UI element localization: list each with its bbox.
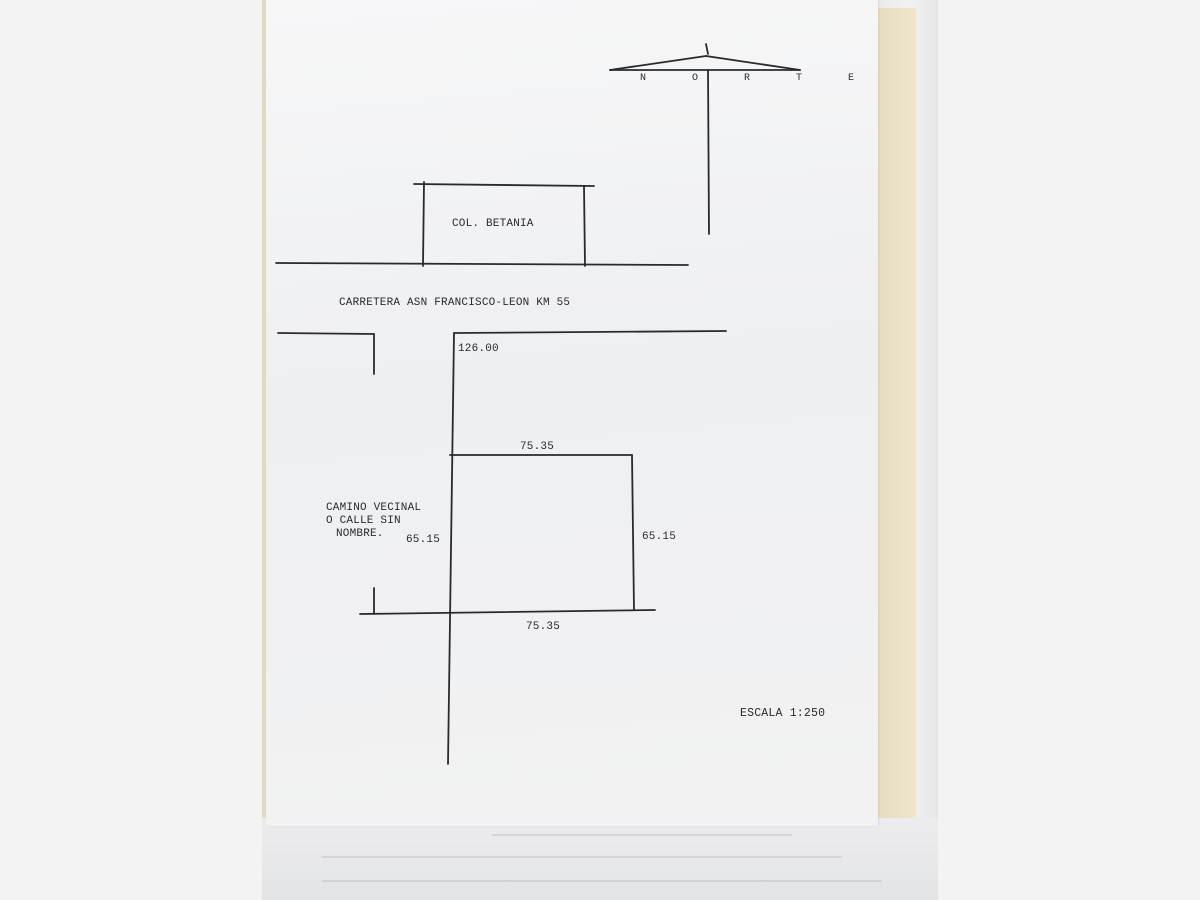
bleed-through-line xyxy=(322,880,882,882)
lot-right-edge xyxy=(631,454,635,611)
right-margin xyxy=(938,0,1200,900)
local-road-line-2: O CALLE SIN xyxy=(326,515,401,527)
lot-bottom-dimension: 75.35 xyxy=(526,621,561,633)
local-road-west-edge xyxy=(447,332,455,765)
north-arrow-left xyxy=(609,55,707,71)
lot-bottom-edge xyxy=(359,609,656,615)
side-road-distance: 126.00 xyxy=(458,343,499,355)
north-arrow-right xyxy=(705,55,801,71)
north-meridian xyxy=(707,69,710,235)
left-margin xyxy=(0,0,262,900)
highway-north-edge xyxy=(275,262,689,266)
highway-south-edge-west xyxy=(277,332,375,335)
local-road-line-3: NOMBRE. xyxy=(336,528,384,540)
local-road-line-1: CAMINO VECINAL xyxy=(326,502,422,514)
highway-south-edge-east xyxy=(453,330,727,334)
north-arrow-tip xyxy=(705,43,709,55)
betania-left-edge xyxy=(422,181,425,267)
document-photo: N O R T E COL. BETANIA CARRETERA ASN FRA… xyxy=(262,0,938,900)
lot-left-dimension: 65.15 xyxy=(406,534,441,546)
betania-top-edge xyxy=(413,183,595,187)
bleed-through-line xyxy=(492,834,792,836)
betania-right-edge xyxy=(583,185,586,267)
lot-top-dimension: 75.35 xyxy=(520,441,555,453)
lot-right-dimension: 65.15 xyxy=(642,531,677,543)
scale-label: ESCALA 1:250 xyxy=(740,707,826,720)
lower-document-sheet xyxy=(262,818,938,900)
site-plan-drawing xyxy=(275,43,801,765)
highway-label: CARRETERA ASN FRANCISCO-LEON KM 55 xyxy=(339,297,571,309)
north-label: N O R T E xyxy=(640,73,875,84)
local-road-label: CAMINO VECINAL O CALLE SIN NOMBRE. xyxy=(326,502,436,541)
site-plan-sheet xyxy=(266,0,878,826)
settlement-label: COL. BETANIA xyxy=(452,218,534,230)
bleed-through-line xyxy=(322,856,842,858)
